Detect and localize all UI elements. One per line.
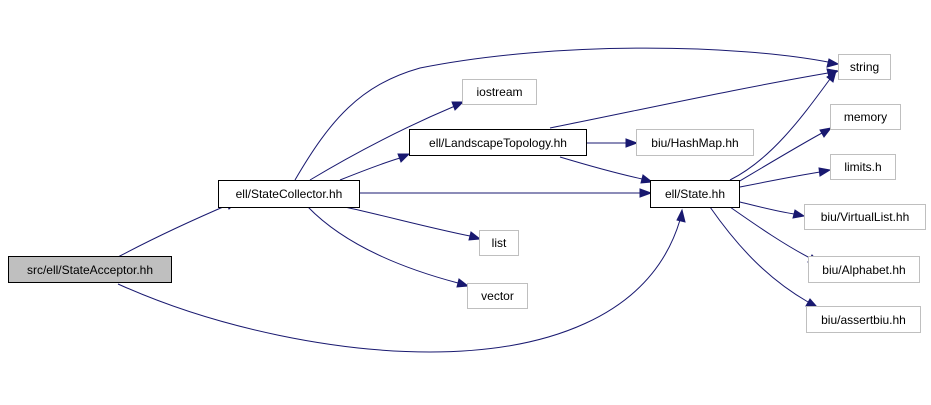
node-memory[interactable]: memory [830, 104, 901, 130]
arrowhead [468, 231, 482, 241]
node-biu-virtuallist[interactable]: biu/VirtualList.hh [804, 204, 926, 230]
node-ell-landscapetopology[interactable]: ell/LandscapeTopology.hh [409, 129, 587, 156]
node-src-ell-stateacceptor[interactable]: src/ell/StateAcceptor.hh [8, 256, 172, 283]
edge-state-assertbiu [709, 206, 809, 303]
arrowhead [819, 127, 833, 138]
node-label: ell/LandscapeTopology.hh [429, 135, 567, 150]
node-list[interactable]: list [479, 230, 519, 256]
node-label: ell/State.hh [664, 187, 726, 201]
arrowhead [792, 209, 806, 219]
edge-state-limits [739, 171, 821, 188]
arrowhead [640, 174, 654, 184]
node-label: biu/Alphabet.hh [822, 262, 906, 277]
node-label: string [849, 60, 880, 74]
arrowhead [625, 138, 639, 148]
edge-statecollector-vector [307, 206, 459, 284]
arrowhead [397, 153, 411, 163]
node-ell-statecollector[interactable]: ell/StateCollector.hh [218, 180, 360, 208]
arrowhead [456, 278, 470, 288]
arrowhead [826, 58, 840, 68]
node-iostream[interactable]: iostream [462, 79, 537, 105]
arrowhead [818, 167, 832, 177]
node-label: vector [481, 289, 514, 303]
node-string[interactable]: string [838, 54, 891, 80]
node-label: biu/HashMap.hh [651, 135, 739, 150]
edge-state-memory [737, 132, 823, 183]
arrowhead [639, 188, 653, 198]
edge-state-alphabet [729, 206, 811, 259]
node-vector[interactable]: vector [467, 283, 528, 309]
edge-statecollector-list [344, 206, 471, 237]
edge-statecollector-landscapetopology [339, 157, 401, 181]
edge-stateacceptor-state [117, 219, 681, 353]
edge-landscapetopology-state [559, 156, 643, 180]
node-label: biu/assertbiu.hh [821, 312, 906, 327]
arrowhead [676, 208, 686, 223]
node-limits-h[interactable]: limits.h [830, 154, 896, 180]
edge-state-string [729, 78, 831, 181]
edge-landscapetopology-string [549, 72, 829, 129]
node-label: limits.h [844, 160, 882, 174]
edge-state-virtuallist [739, 201, 795, 215]
arrowhead [826, 69, 837, 83]
node-label: ell/StateCollector.hh [235, 187, 343, 201]
edge-statecollector-iostream [309, 105, 456, 181]
arrowhead [451, 101, 465, 111]
node-label: iostream [476, 85, 523, 99]
node-label: list [491, 236, 507, 250]
node-biu-hashmap[interactable]: biu/HashMap.hh [636, 129, 754, 156]
node-biu-alphabet[interactable]: biu/Alphabet.hh [808, 256, 920, 283]
node-biu-assertbiu[interactable]: biu/assertbiu.hh [806, 306, 921, 333]
edge-stateacceptor-statecollector [117, 203, 231, 258]
node-label: memory [843, 110, 888, 124]
node-ell-state[interactable]: ell/State.hh [650, 180, 740, 208]
node-label: src/ell/StateAcceptor.hh [26, 262, 154, 277]
edge-statecollector-string [294, 47, 829, 181]
node-label: biu/VirtualList.hh [820, 210, 910, 224]
